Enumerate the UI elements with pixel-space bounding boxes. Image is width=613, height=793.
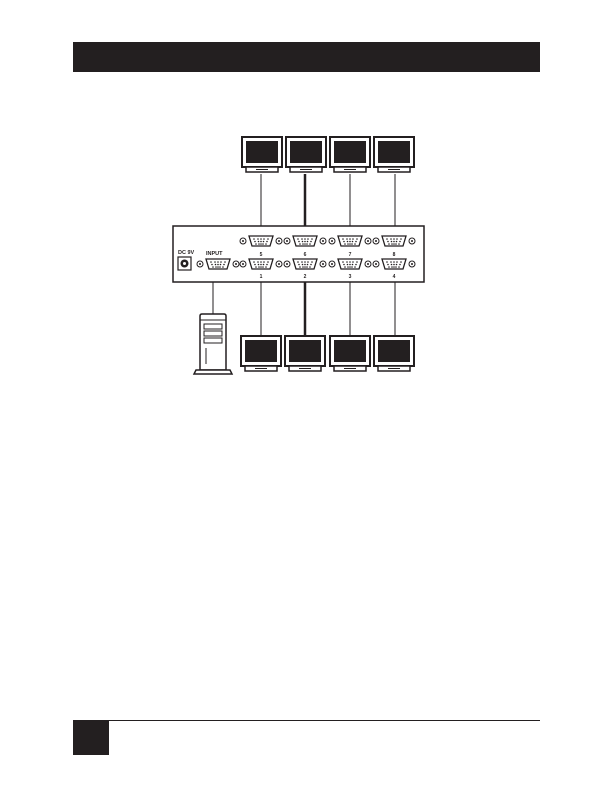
monitor-8-icon xyxy=(374,137,414,172)
monitor-7-icon xyxy=(330,137,370,172)
port-number-2: 2 xyxy=(304,274,307,280)
power-jack-icon xyxy=(178,257,191,270)
monitor-2-icon xyxy=(285,336,325,371)
port-number-4: 4 xyxy=(393,274,396,280)
port-number-8: 8 xyxy=(393,252,396,258)
port-number-3: 3 xyxy=(349,274,352,280)
monitor-5-icon xyxy=(242,137,282,172)
port-number-1: 1 xyxy=(260,274,263,280)
monitor-4-icon xyxy=(374,336,414,371)
page-number-block xyxy=(73,721,109,755)
footer-rule xyxy=(73,720,540,721)
power-label: DC 9V xyxy=(178,250,195,256)
port-number-6: 6 xyxy=(304,252,307,258)
monitor-3-icon xyxy=(330,336,370,371)
monitor-6-icon xyxy=(286,137,326,172)
port-number-7: 7 xyxy=(349,252,352,258)
monitor-1-icon xyxy=(241,336,281,371)
port-number-5: 5 xyxy=(260,252,263,258)
tower-computer-icon xyxy=(194,314,232,374)
input-label: INPUT xyxy=(206,251,223,257)
